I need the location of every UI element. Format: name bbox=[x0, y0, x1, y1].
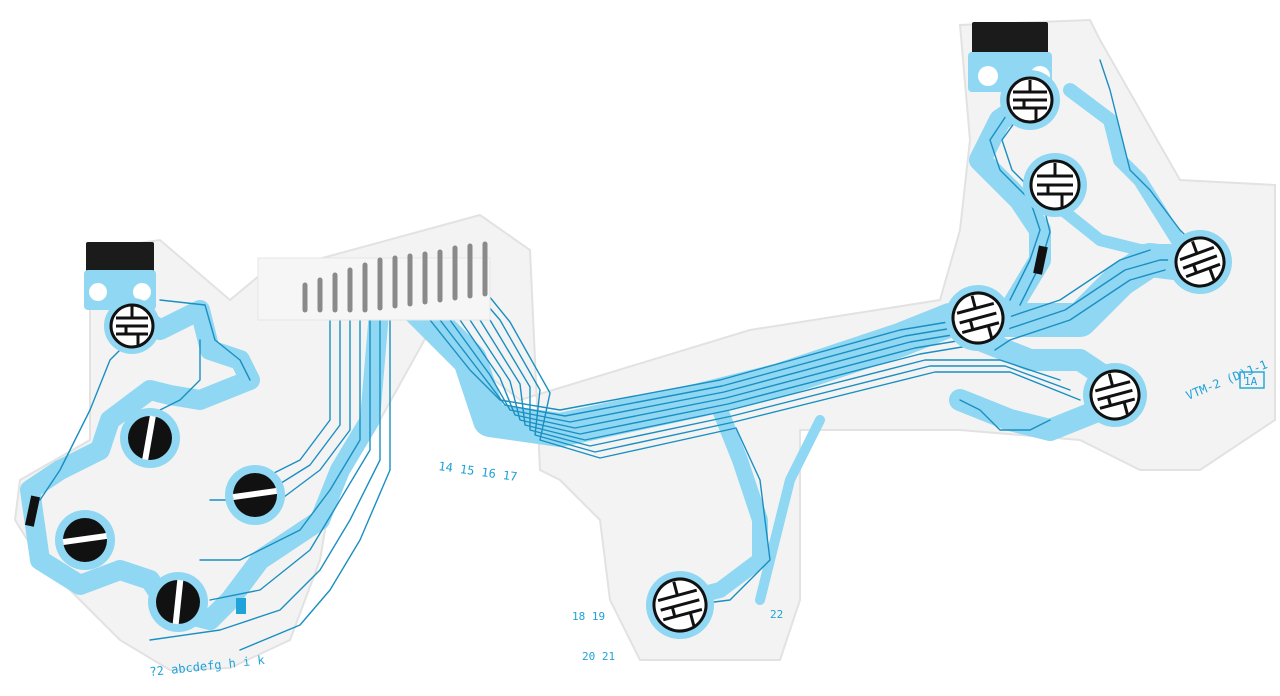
left-trace-band bbox=[20, 270, 390, 630]
left-connector-tab bbox=[86, 242, 154, 272]
right-trace-thin bbox=[1063, 83, 1197, 267]
comb-contact-bottom bbox=[646, 571, 714, 639]
comb-contact-right-upper bbox=[1023, 153, 1087, 217]
contact-pad-up bbox=[120, 408, 180, 468]
resistor-left bbox=[24, 495, 41, 527]
comb-contacts bbox=[104, 70, 1232, 639]
right-trace-link bbox=[1044, 194, 1176, 256]
comb-contact-right-lower bbox=[1083, 363, 1147, 427]
pad-numbers-bottom-label: 20 21 bbox=[582, 650, 615, 663]
pad-number-right-label: 22 bbox=[770, 608, 783, 621]
marker-square bbox=[236, 598, 246, 614]
comb-contact-right-top bbox=[1000, 70, 1060, 130]
comb-contact-far-right bbox=[1168, 230, 1232, 294]
center-down-trace-2 bbox=[755, 415, 825, 605]
rev-box-label: 1A bbox=[1244, 375, 1258, 388]
film-base bbox=[13, 18, 1276, 672]
dpad-contacts bbox=[55, 408, 285, 632]
right-connector-tab bbox=[972, 22, 1048, 54]
center-down-trace bbox=[672, 402, 768, 608]
pin-header bbox=[257, 241, 491, 321]
comb-contact-left-top bbox=[104, 298, 160, 354]
central-trace-bus bbox=[373, 243, 1207, 447]
pin-numbers-label: 14 15 16 17 bbox=[438, 459, 519, 484]
rev-box: 1A bbox=[1239, 371, 1265, 389]
contact-pad-down bbox=[148, 572, 208, 632]
contact-pad-left bbox=[55, 510, 115, 570]
contact-pad-right bbox=[225, 465, 285, 525]
resistor-right bbox=[1033, 245, 1048, 275]
pad-numbers-top-label: 18 19 bbox=[572, 610, 605, 623]
comb-contact-mid-right bbox=[945, 285, 1011, 351]
